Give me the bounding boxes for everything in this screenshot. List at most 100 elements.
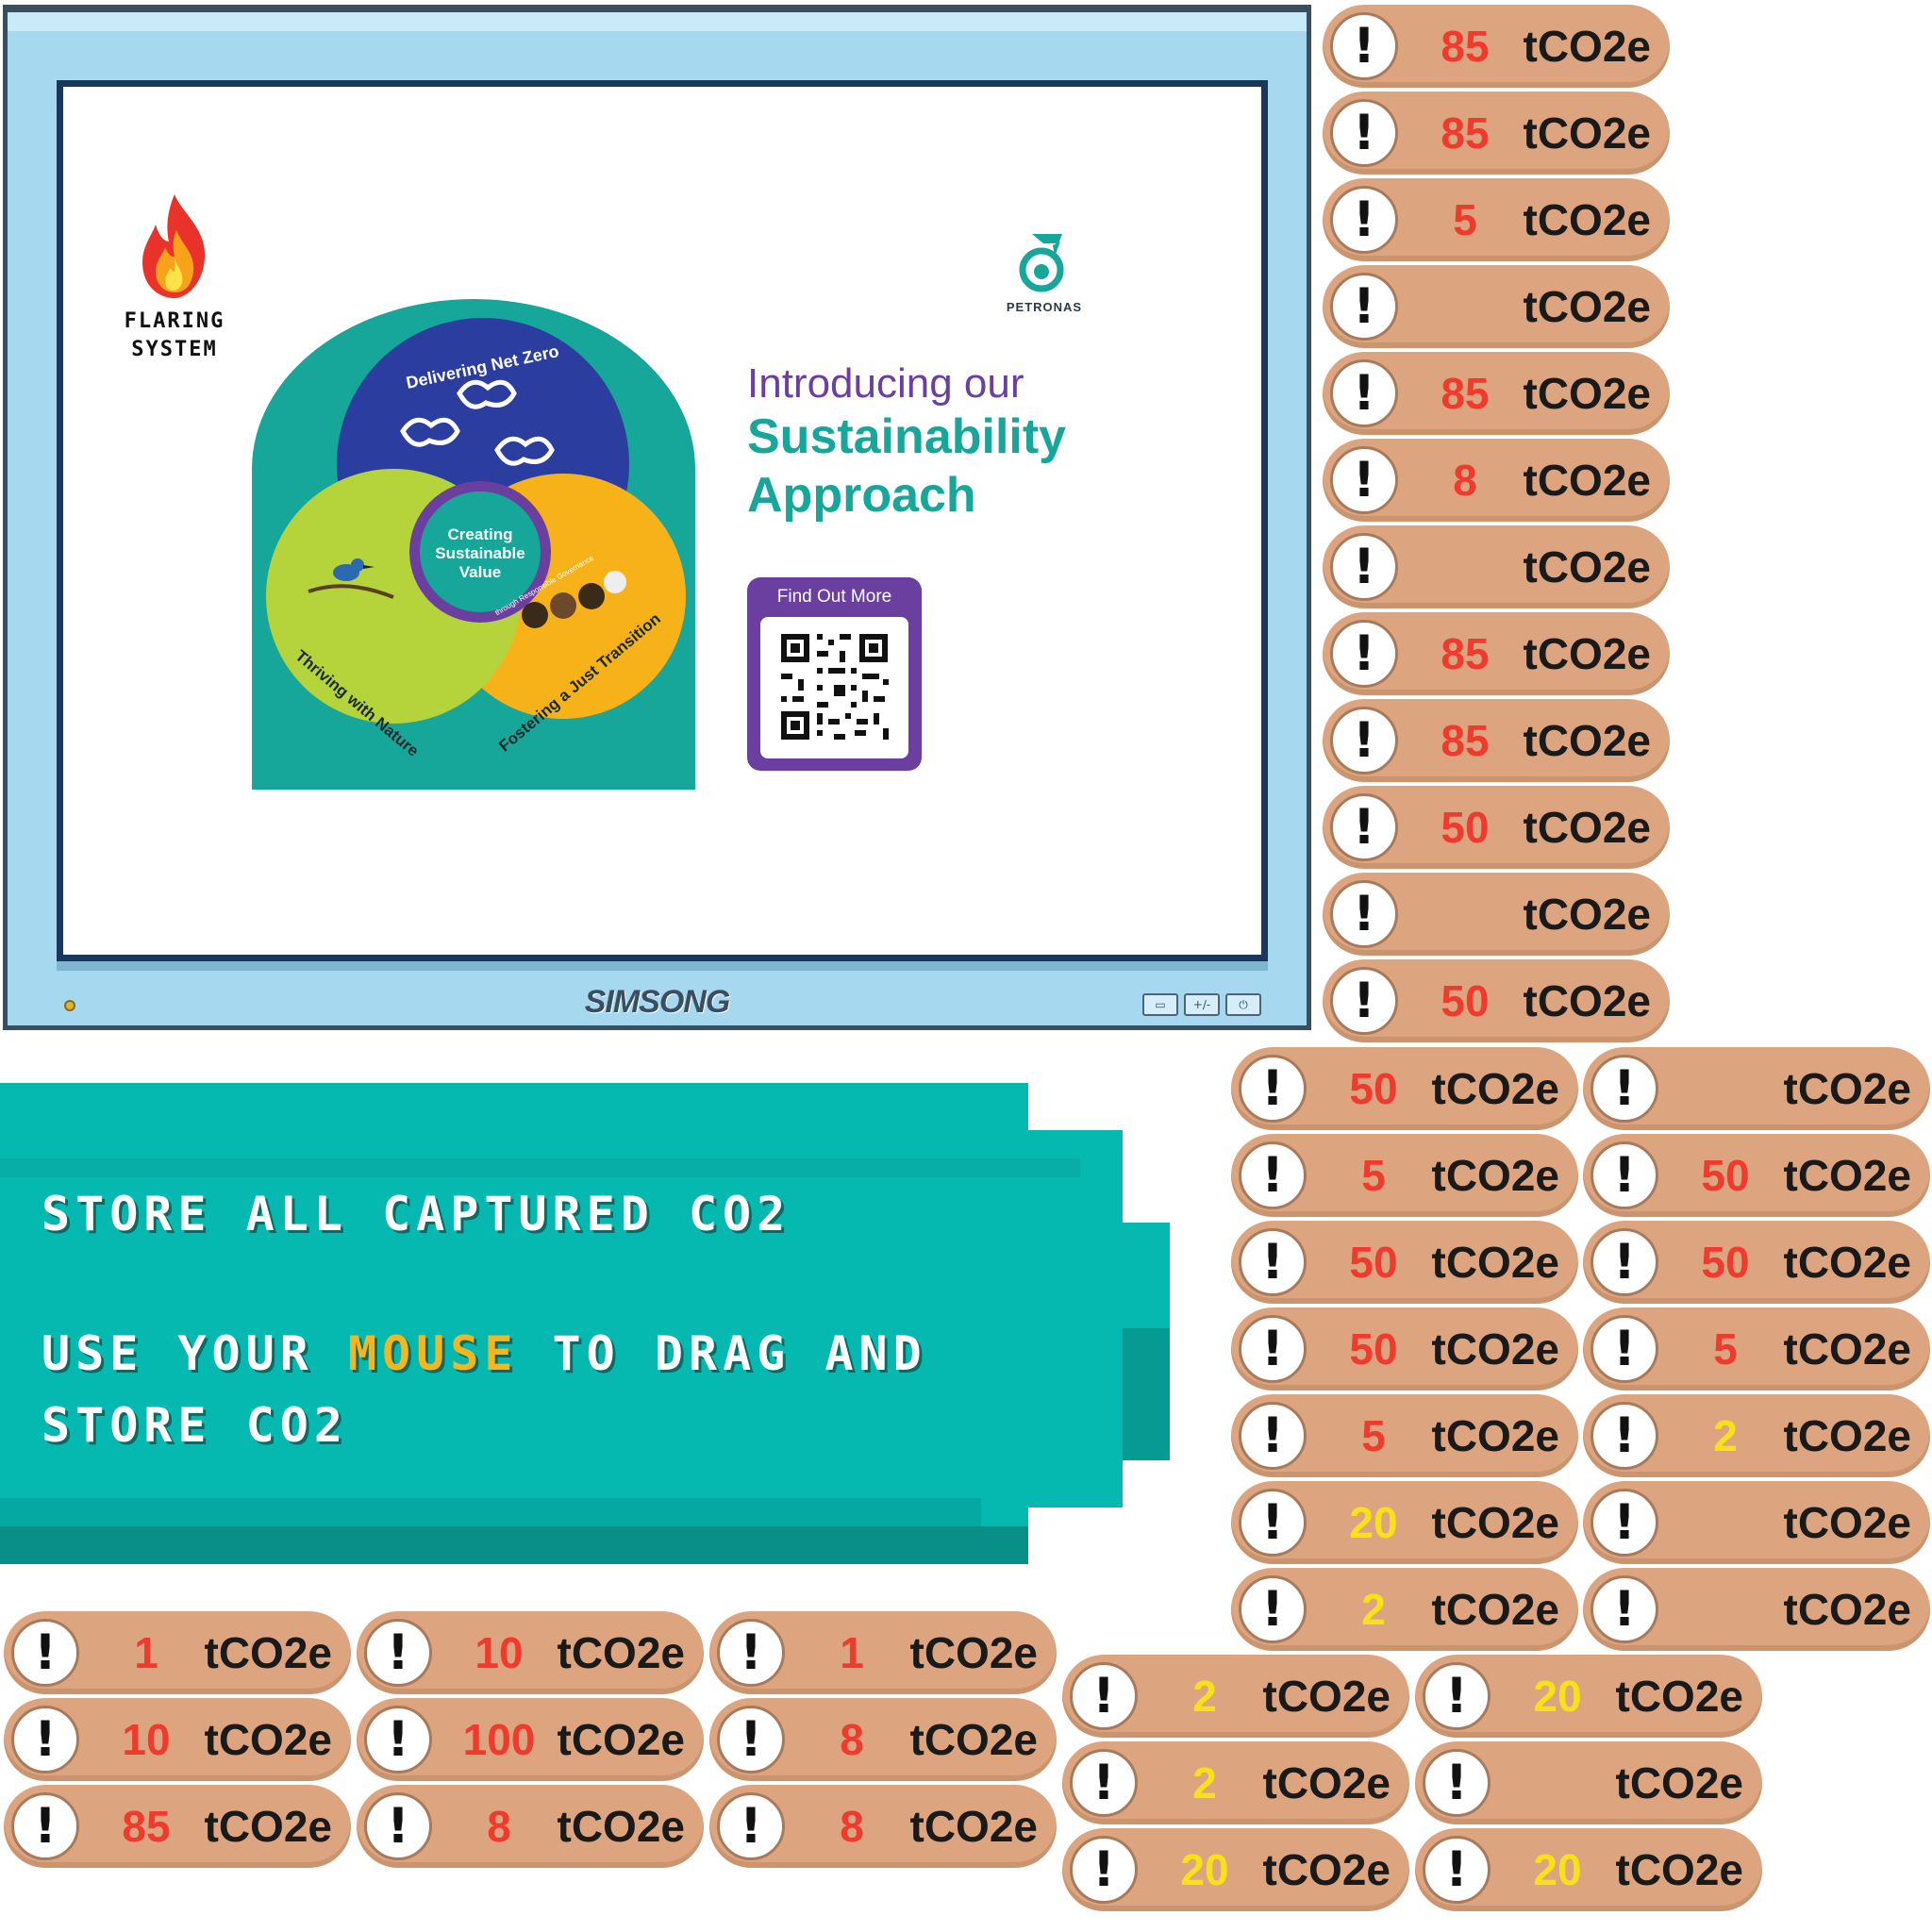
co2-token-value: 100 [462, 1715, 536, 1764]
co2-token-value: 85 [1441, 629, 1490, 678]
co2-token-unit: tCO2e [1523, 456, 1651, 505]
co2-token[interactable]: ! tCO2e [1323, 265, 1670, 348]
intro-heading: Introducing our Sustainability Approach [747, 360, 1066, 525]
alert-icon: ! [11, 1792, 79, 1860]
co2-token-unit: tCO2e [204, 1802, 332, 1851]
alert-icon: ! [1330, 273, 1398, 341]
alert-icon: ! [364, 1619, 432, 1687]
alert-icon: ! [11, 1706, 79, 1774]
power-button[interactable]: ⏻ [1225, 993, 1261, 1016]
petronas-name: PETRONAS [1006, 300, 1083, 314]
co2-token-value: 85 [1441, 716, 1490, 765]
alert-icon: ! [1330, 533, 1398, 601]
co2-token-unit: tCO2e [1431, 1064, 1559, 1113]
co2-token-unit: tCO2e [1523, 108, 1651, 158]
flaring-label: FLARING [124, 309, 225, 333]
co2-token-value: 50 [1349, 1064, 1398, 1113]
menu-button[interactable]: ▭ [1142, 993, 1178, 1016]
co2-token-unit: tCO2e [1523, 716, 1651, 765]
co2-token-value [1413, 278, 1517, 335]
co2-token-unit: tCO2e [1431, 1238, 1559, 1287]
kingfisher-icon [308, 558, 394, 599]
instruction-banner: STORE ALL CAPTURED CO2 USE YOUR MOUSE TO… [0, 1083, 1179, 1564]
co2-token[interactable]: ! tCO2e [1583, 1568, 1930, 1651]
co2-token-unit: tCO2e [1783, 1238, 1911, 1287]
co2-token[interactable]: !tCO2e [1323, 873, 1670, 956]
flaring-label-2: SYSTEM [131, 338, 218, 361]
monitor-frame: FLARING SYSTEM PETRONAS [3, 5, 1311, 1030]
alert-icon: ! [717, 1619, 785, 1687]
petronas-logo: PETRONAS [988, 228, 1101, 314]
alert-icon: ! [1423, 1662, 1491, 1730]
co2-token[interactable]: ! 1 tCO2e [709, 1611, 1057, 1694]
co2-token-value [1413, 539, 1517, 595]
alert-icon: ! [1330, 880, 1398, 948]
co2-token-unit: tCO2e [1783, 1585, 1911, 1634]
co2-token-value: 10 [475, 1628, 524, 1677]
co2-token-unit: tCO2e [909, 1628, 1038, 1677]
co2-token[interactable]: !tCO2e [1323, 525, 1670, 608]
co2-token-unit: tCO2e [1783, 1411, 1911, 1460]
alert-icon: ! [1591, 1055, 1658, 1123]
co2-token-unit: tCO2e [1783, 1498, 1911, 1547]
co2-token-value: 50 [1701, 1238, 1750, 1287]
find-out-more-card[interactable]: Find Out More [747, 577, 922, 771]
co2-token-value: 5 [1361, 1151, 1386, 1200]
alert-icon: ! [1239, 1141, 1307, 1209]
co2-token[interactable]: ! tCO2e [1583, 1481, 1930, 1564]
alert-icon: ! [1330, 446, 1398, 514]
alert-icon: ! [1591, 1489, 1658, 1557]
co2-token[interactable]: !tCO2e [1415, 1741, 1762, 1824]
adjust-button[interactable]: +/- [1184, 993, 1220, 1016]
alert-icon: ! [1591, 1575, 1658, 1643]
co2-token-value: 8 [840, 1802, 864, 1851]
co2-token-value: 2 [1713, 1411, 1738, 1460]
alert-icon: ! [1239, 1055, 1307, 1123]
alert-icon: ! [1423, 1749, 1491, 1817]
co2-token-unit: tCO2e [1523, 282, 1651, 331]
alert-icon: ! [1330, 99, 1398, 167]
co2-token[interactable]: ! 50 tCO2e [1231, 1047, 1578, 1130]
co2-token-value: 1 [840, 1628, 864, 1677]
co2-token[interactable]: ! tCO2e [1583, 1047, 1930, 1130]
co2-token[interactable]: ! 2 tCO2e [1583, 1394, 1930, 1477]
co2-token-value: 10 [122, 1715, 171, 1764]
alert-icon: ! [1591, 1402, 1658, 1470]
alert-icon: ! [1239, 1315, 1307, 1383]
monitor-brand: SIMSONG [584, 984, 731, 1020]
alert-icon: ! [1591, 1315, 1658, 1383]
co2-token-value: 50 [1441, 803, 1490, 852]
co2-token-unit: tCO2e [1783, 1064, 1911, 1113]
